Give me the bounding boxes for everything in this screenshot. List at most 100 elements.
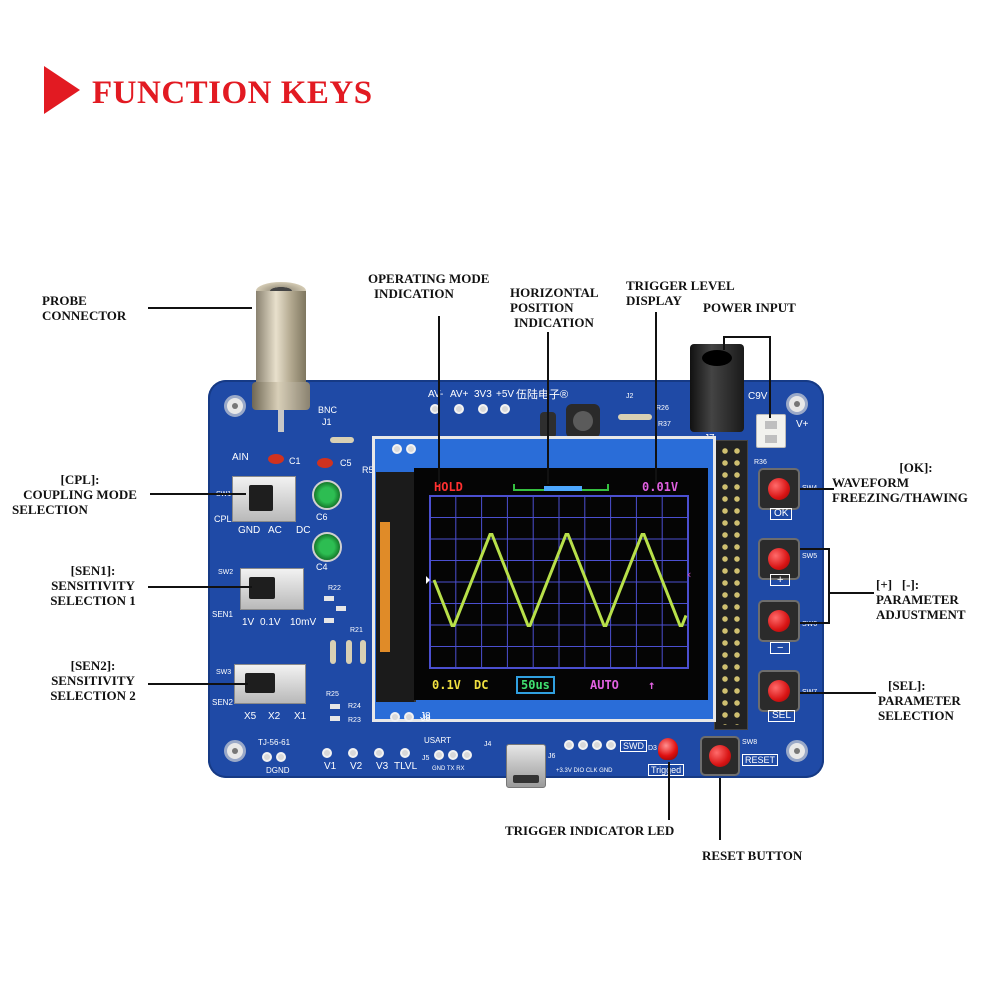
- trigger-level-marker: ‹: [686, 568, 693, 581]
- sw5-silk: SW5: [802, 553, 818, 560]
- ok-button[interactable]: [758, 468, 800, 510]
- testpoint-tlvl[interactable]: [400, 748, 410, 758]
- sen2-leader-line: [148, 683, 248, 685]
- swd-silk: SWD: [620, 740, 647, 752]
- tp-tlvl: TLVL: [394, 761, 418, 772]
- pin-header: [714, 440, 748, 730]
- pad: [500, 404, 510, 414]
- timebase-display: 50us: [516, 676, 555, 694]
- trigger-level-leader-line: [655, 312, 657, 484]
- j1-silk: J1: [322, 417, 332, 427]
- pin-avm: AV-: [428, 389, 444, 400]
- trigged-silk: Trigged: [648, 764, 685, 776]
- usart-silk: USART: [424, 736, 451, 745]
- cpl-gnd: GND: [238, 525, 261, 536]
- brand-silk: 伍陆电子®: [516, 389, 569, 401]
- power-input-label: POWER INPUT: [703, 300, 796, 315]
- smd-resistor: [330, 716, 340, 721]
- coupling-display: DC: [474, 678, 489, 692]
- r25-silk: R25: [326, 691, 339, 698]
- mounting-hole: [786, 740, 808, 762]
- testpoint-v2[interactable]: [348, 748, 358, 758]
- power-leader-line-h: [723, 336, 771, 338]
- cpl-slide-switch[interactable]: [232, 476, 296, 522]
- resistor-vertical: [346, 640, 352, 664]
- sen2-x2: X2: [268, 711, 281, 722]
- sen2-silk: SEN2: [212, 698, 233, 707]
- sen1-leader-line: [148, 586, 252, 588]
- mini-usb-port[interactable]: [506, 744, 546, 788]
- cpl-dc: DC: [296, 525, 311, 536]
- pad: [606, 740, 616, 750]
- tp-v2: V2: [350, 761, 363, 772]
- ain-silk: AIN: [232, 452, 249, 463]
- pad: [564, 740, 574, 750]
- tp-v1: V1: [324, 761, 337, 772]
- sw6-silk: SW6: [802, 621, 818, 628]
- swd-pins: +3.3V DIO CLK GND: [556, 768, 613, 774]
- pm-leader-line-bottom: [800, 622, 828, 624]
- pad: [392, 444, 402, 454]
- pad: [478, 404, 488, 414]
- oscilloscope-display: ‹: [426, 484, 693, 669]
- sel-key-silk: SEL: [768, 710, 795, 722]
- sw3-silk: SW3: [216, 669, 232, 676]
- j8-silk: J8: [421, 713, 431, 723]
- d3-silk: D3: [648, 745, 657, 752]
- power-header[interactable]: [756, 414, 786, 448]
- pad: [462, 750, 472, 760]
- sw8-silk: SW8: [742, 739, 758, 746]
- power-leader-line-v1: [723, 336, 725, 350]
- ok-leader-line: [800, 488, 834, 490]
- tp-v3: V3: [376, 761, 389, 772]
- plus-button[interactable]: [758, 538, 800, 580]
- trimmer-pot[interactable]: [312, 532, 342, 562]
- sen1-slide-switch[interactable]: [240, 568, 304, 610]
- mounting-hole: [224, 395, 246, 417]
- tj-silk: TJ-56-61: [258, 738, 291, 747]
- sen1-10mv: 10mV: [290, 617, 317, 628]
- r23-silk: R23: [348, 717, 361, 724]
- trimmer-pot[interactable]: [312, 480, 342, 510]
- smd-resistor: [330, 704, 340, 709]
- reset-leader-line: [719, 778, 721, 840]
- c1-silk: C1: [289, 456, 301, 466]
- j8-label: J8: [420, 711, 431, 722]
- resistor-vertical: [360, 640, 366, 664]
- r21-silk: R21: [350, 627, 363, 634]
- trigger-led-label: TRIGGER INDICATOR LED: [505, 823, 675, 838]
- reset-button[interactable]: [700, 736, 740, 776]
- testpoint-v3[interactable]: [374, 748, 384, 758]
- pad: [404, 712, 414, 722]
- smd-resistor: [324, 596, 334, 601]
- pin-5v: +5V: [496, 389, 515, 400]
- power-jack[interactable]: [690, 344, 744, 432]
- bnc-connector[interactable]: [252, 282, 310, 432]
- reset-button-label: RESET BUTTON: [702, 848, 803, 863]
- j6-silk: J6: [548, 753, 556, 760]
- r37-silk: R37: [658, 421, 671, 428]
- trigger-edge-display: ↑: [648, 678, 656, 692]
- pad: [406, 444, 416, 454]
- pin-3v3: 3V3: [474, 389, 492, 400]
- pad: [276, 752, 286, 762]
- reset-key-silk: RESET: [742, 754, 779, 766]
- horizontal-position-indicator: [544, 486, 582, 491]
- cpl-ac: AC: [268, 525, 282, 536]
- testpoint-v1[interactable]: [322, 748, 332, 758]
- inductor: [566, 404, 600, 438]
- ok-key-silk: OK: [770, 508, 793, 520]
- resistor-vertical: [330, 640, 336, 664]
- sen2-slide-switch[interactable]: [234, 664, 306, 704]
- pad: [448, 750, 458, 760]
- lcd-screen: ‹ HOLD 0.01V 0.1V DC 50us AUTO ↑: [414, 468, 708, 700]
- mounting-hole: [786, 393, 808, 415]
- sel-button[interactable]: [758, 670, 800, 712]
- minus-button[interactable]: [758, 600, 800, 642]
- capacitor: [268, 454, 284, 464]
- pad: [390, 712, 400, 722]
